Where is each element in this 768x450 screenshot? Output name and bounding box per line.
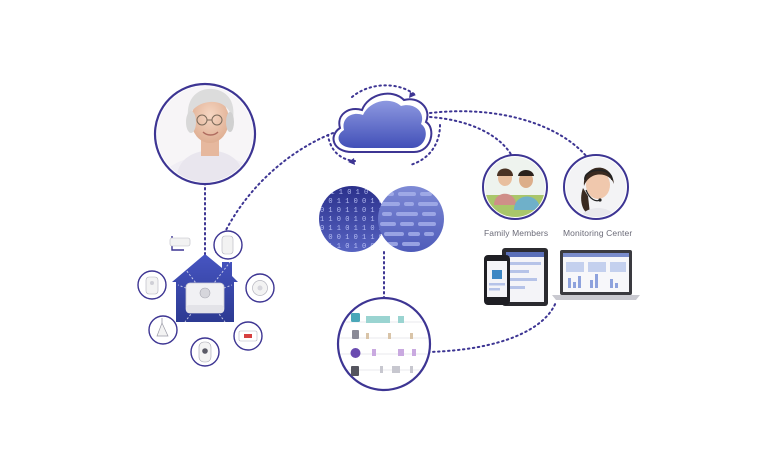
svg-text:1 0 1 1 0 0 1 0 1: 1 0 1 1 0 0 1 0 1 bbox=[320, 198, 391, 206]
pendant-button-icon bbox=[190, 337, 220, 367]
svg-text:0 1 1 0 1 0 1 1: 0 1 1 0 1 0 1 1 bbox=[322, 189, 385, 197]
connector-house-to-cloud bbox=[215, 132, 334, 253]
svg-text:0 1 1 0 1 0 0 1 1: 0 1 1 0 1 0 0 1 1 bbox=[320, 243, 391, 251]
laptop-device bbox=[552, 250, 640, 300]
monitoring-center-label: Monitoring Center bbox=[563, 228, 633, 238]
door-sensor-icon bbox=[169, 236, 191, 251]
phone-tablet-laptop-icon bbox=[484, 248, 640, 306]
home-hub-icon bbox=[185, 282, 225, 314]
cloud-icon bbox=[332, 92, 433, 153]
svg-text:0 1 0 1 1 0 1 1 0: 0 1 0 1 1 0 1 1 0 bbox=[320, 207, 391, 215]
tablet-device bbox=[502, 248, 548, 306]
family-members-label: Family Members bbox=[484, 228, 549, 238]
motion-sensor-left-icon bbox=[137, 270, 167, 300]
emergency-button-icon bbox=[233, 321, 263, 351]
monitoring-center-agent-photo bbox=[563, 154, 629, 220]
bathroom-sensor-icon bbox=[148, 315, 178, 345]
connector-timeline-to-devices bbox=[427, 301, 557, 353]
motion-sensor-icon bbox=[213, 230, 243, 260]
phone-device bbox=[484, 255, 510, 305]
connector-arrows bbox=[348, 92, 416, 165]
connector-lines bbox=[204, 84, 588, 353]
connector-cloud-to-family bbox=[429, 116, 513, 157]
timeline-legend-icons bbox=[350, 313, 361, 376]
activity-timeline-icon bbox=[336, 296, 432, 392]
connector-cloud-to-monitoring bbox=[429, 110, 588, 158]
data-analytics-icon: 0 1 1 0 1 0 1 1 1 0 1 1 0 0 1 0 1 0 1 0 … bbox=[319, 186, 444, 252]
svg-text:1 0 0 1 0 1 1 0 1: 1 0 0 1 0 1 1 0 1 bbox=[320, 234, 391, 242]
svg-text:0 1 1 0 1 1 0 1 0: 0 1 1 0 1 1 0 1 0 bbox=[320, 225, 391, 233]
family-members-photo bbox=[482, 154, 548, 220]
svg-text:1 1 0 0 1 0 1 0 1: 1 1 0 0 1 0 1 0 1 bbox=[320, 216, 391, 224]
smoke-detector-icon bbox=[245, 273, 275, 303]
senior-woman-photo bbox=[153, 82, 257, 186]
connector-cloud-loop bbox=[327, 84, 441, 166]
